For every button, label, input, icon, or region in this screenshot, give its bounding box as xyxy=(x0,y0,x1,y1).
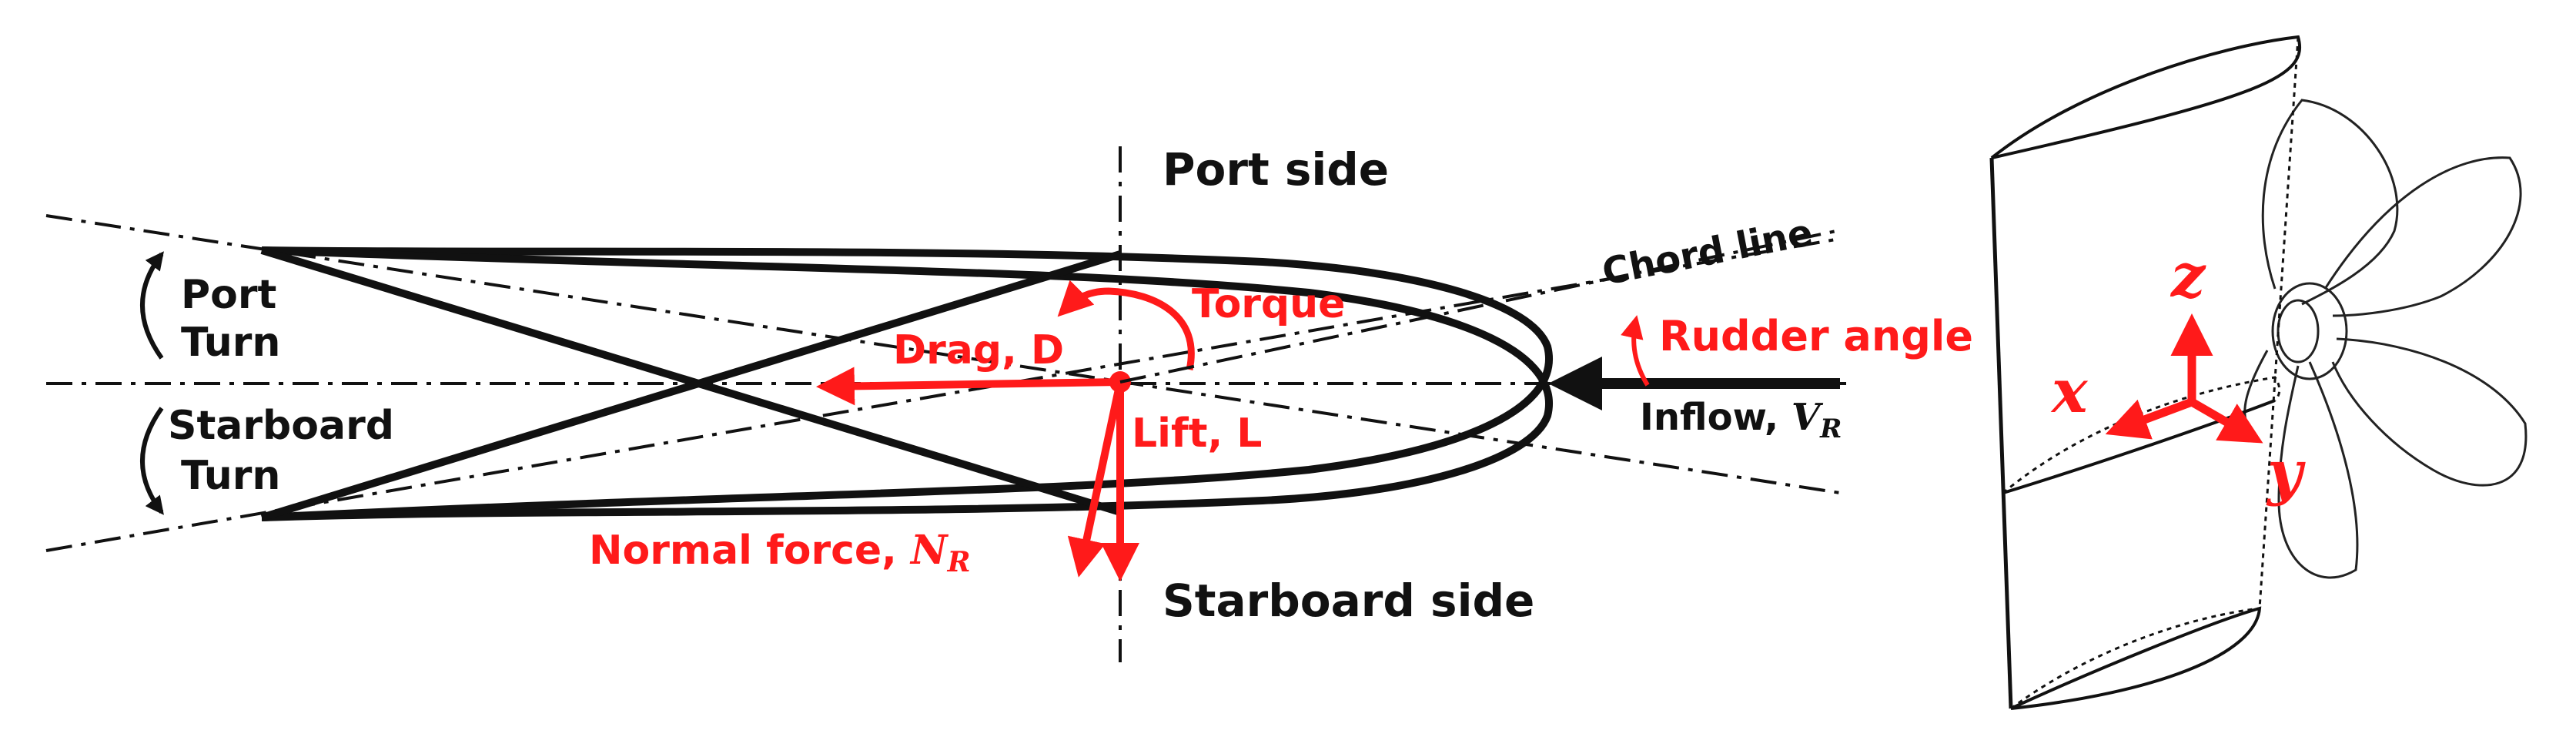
axis-x-arrow xyxy=(2105,397,2193,440)
propeller-blade-top xyxy=(2261,99,2399,306)
lift-label: Lift, L xyxy=(1132,410,1262,457)
rudder-bottom-section xyxy=(2010,606,2262,710)
rudder-trailing-edge xyxy=(2258,36,2300,609)
rudder-mid-section-hidden xyxy=(2002,376,2281,494)
rudder-profiles xyxy=(260,246,1553,521)
port-turn-arrow xyxy=(140,251,164,360)
torque-label: Torque xyxy=(1192,281,1345,327)
starboard-turn-label-line2: Turn xyxy=(181,453,280,499)
starboard-turn-arrow xyxy=(140,407,164,515)
starboard-turn-label-line1: Starboard xyxy=(168,403,394,449)
inflow-label: Inflow, VR xyxy=(1640,396,1842,444)
axis-y-label: y xyxy=(2266,437,2306,508)
chord-line-label: Chord line xyxy=(1599,211,1816,294)
propeller-blade-upper-right xyxy=(2323,156,2522,317)
axis-z-label: z xyxy=(2170,241,2206,311)
normal-force-label: Normal force, NR xyxy=(589,527,970,578)
rudder-angle-label: Rudder angle xyxy=(1659,312,1973,360)
propeller-hub xyxy=(2271,282,2348,380)
drag-arrow xyxy=(816,367,1121,406)
propeller-blade-lower xyxy=(2277,361,2359,579)
port-turn-label-line1: Port xyxy=(181,272,276,318)
turn-arrows xyxy=(140,251,164,515)
starboard-limit-line xyxy=(45,237,1841,552)
profile-diagonal-1 xyxy=(260,246,1122,516)
starboard-side-label: Starboard side xyxy=(1163,575,1534,627)
profile-port-turn xyxy=(261,246,1553,521)
port-limit-line xyxy=(45,214,1841,494)
profile-diagonal-2 xyxy=(260,250,1122,521)
propeller-blade-left-inner xyxy=(2243,350,2269,433)
coordinate-axes xyxy=(2105,313,2263,444)
rudder-bottom-hidden xyxy=(2010,607,2260,710)
port-side-label: Port side xyxy=(1163,143,1389,196)
chord-line xyxy=(1119,229,1837,384)
port-turn-label-line2: Turn xyxy=(181,320,280,366)
rudder-3d xyxy=(1989,35,2302,710)
propeller-blade-right xyxy=(2331,337,2527,487)
rudder-angle-arc xyxy=(1621,315,1650,387)
rudder-leading-edge xyxy=(1989,157,2013,709)
torque-arrow xyxy=(1057,280,1195,370)
normal-force-arrow xyxy=(1067,380,1124,578)
profile-starboard-turn xyxy=(261,246,1553,521)
axis-x-label: x xyxy=(2050,357,2089,427)
propeller-hub-cap xyxy=(2277,299,2320,363)
axis-y-arrow xyxy=(2190,398,2263,444)
rudder-top-section xyxy=(1990,35,2302,159)
force-arrows xyxy=(816,280,1650,581)
drag-label: Drag, D xyxy=(893,327,1064,374)
